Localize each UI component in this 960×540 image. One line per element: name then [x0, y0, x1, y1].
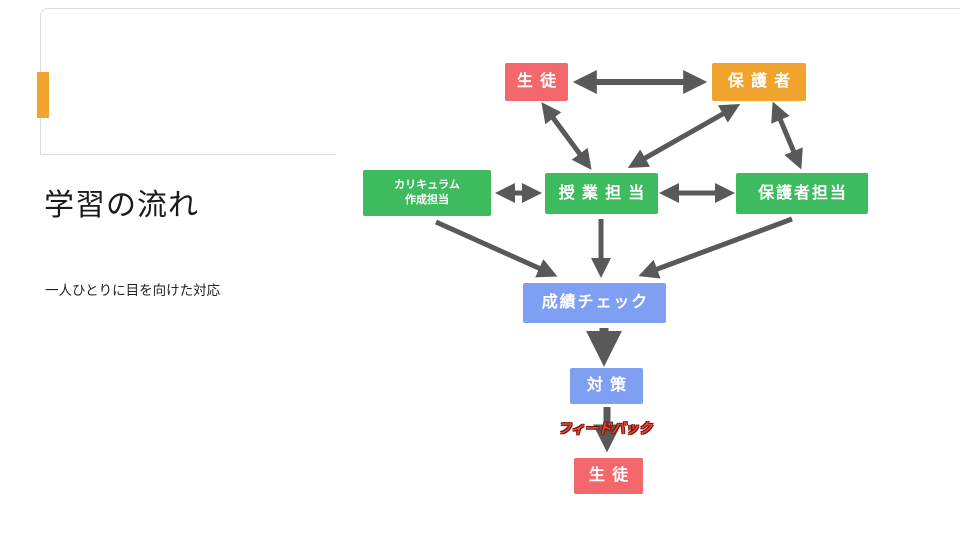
arrow-curriculum-gradecheck [434, 219, 558, 278]
node-guardian: 保護者 [712, 63, 806, 101]
arrow-guardianstaff-gradecheck [638, 216, 793, 279]
node-student-top: 生徒 [505, 63, 568, 101]
node-grade-check: 成績チェック [523, 283, 666, 323]
node-class-staff-label: 授業担当 [558, 184, 652, 202]
node-measures: 対策 [570, 368, 643, 404]
node-guardian-staff-label: 保護者担当 [758, 184, 848, 202]
node-student-bottom-label: 生徒 [588, 467, 636, 485]
node-class-staff: 授業担当 [545, 173, 658, 214]
title-card-divider [40, 154, 336, 155]
node-measures-label: 対策 [586, 377, 634, 395]
node-guardian-staff: 保護者担当 [736, 173, 868, 214]
node-student-top-label: 生徒 [516, 73, 564, 91]
page-title: 学習の流れ [44, 189, 199, 222]
page-subtitle: 一人ひとりに目を向けた対応 [45, 283, 221, 298]
accent-bar [37, 72, 49, 118]
slide-border [40, 8, 960, 155]
node-curriculum-staff-label: カリキュラム 作成担当 [394, 179, 460, 206]
node-guardian-label: 保護者 [727, 73, 798, 91]
node-grade-check-label: 成績チェック [541, 294, 650, 312]
node-student-bottom: 生徒 [574, 458, 643, 494]
node-curriculum-staff: カリキュラム 作成担当 [363, 170, 491, 216]
feedback-label: フィードバック [557, 421, 653, 436]
